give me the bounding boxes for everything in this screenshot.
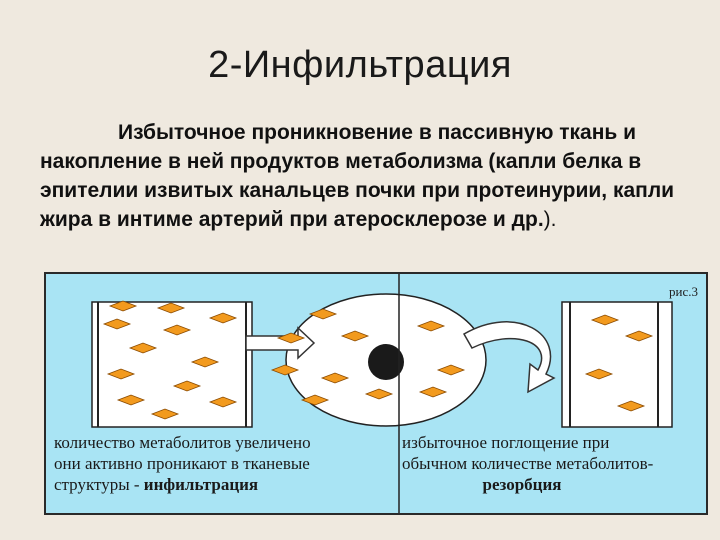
- slide-title: 2-Инфильтрация: [0, 44, 720, 87]
- left-caption: количество метаболитов увеличено они акт…: [54, 432, 311, 495]
- right-caption-line: обычном количестве метаболитов-: [402, 453, 653, 474]
- description-text: Избыточное проникновение в пассивную тка…: [40, 121, 674, 231]
- description-tail: ).: [544, 208, 557, 231]
- figure-label: рис.3: [669, 284, 698, 300]
- right-caption: избыточное поглощение при обычном количе…: [402, 432, 653, 495]
- resorption-term: резорбция: [402, 474, 642, 495]
- left-caption-line: количество метаболитов увеличено: [54, 432, 311, 453]
- slide-description: Избыточное проникновение в пассивную тка…: [40, 118, 690, 234]
- left-caption-line: они активно проникают в тканевые: [54, 453, 311, 474]
- left-caption-line: структуры - инфильтрация: [54, 474, 311, 495]
- figure-diagram: рис.3 количество метаболитов увеличено о…: [44, 272, 708, 515]
- left-caption-line: структуры -: [54, 475, 144, 494]
- right-caption-line: избыточное поглощение при: [402, 432, 653, 453]
- infiltration-arrow: [246, 328, 314, 358]
- infiltration-term: инфильтрация: [144, 475, 258, 494]
